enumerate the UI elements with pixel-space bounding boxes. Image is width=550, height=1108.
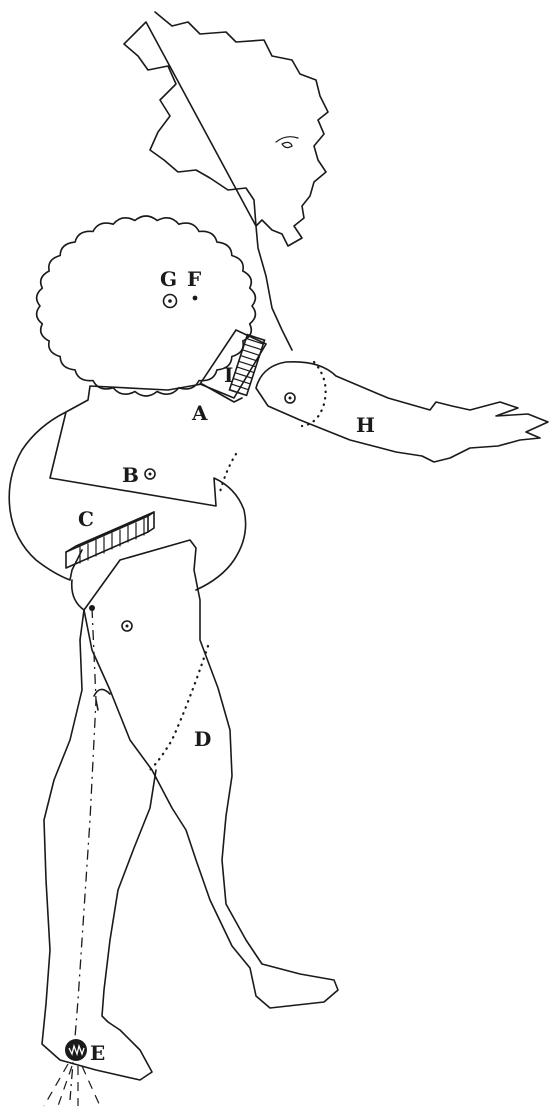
knee-hook-icon xyxy=(94,689,110,710)
pivot-d xyxy=(122,621,132,631)
arm-outline xyxy=(256,362,548,462)
hip-outline xyxy=(72,580,84,640)
leg-dotted-line xyxy=(150,646,208,770)
light-ray-4 xyxy=(82,1066,100,1106)
label-d: D xyxy=(194,727,211,751)
pivot-f xyxy=(193,296,198,301)
label-h: H xyxy=(356,413,375,437)
label-i: I xyxy=(224,363,233,387)
arm-pivot-dotted-line xyxy=(302,362,326,426)
pivot-h xyxy=(285,393,295,403)
head-silhouette-outline xyxy=(124,12,328,350)
label-b: B xyxy=(122,463,139,487)
wig-outline xyxy=(37,216,256,396)
hip-pivot-dot xyxy=(89,605,95,611)
label-a: A xyxy=(191,401,208,425)
front-leg-outline xyxy=(84,540,338,1008)
rear-leg-outline xyxy=(42,640,156,1080)
light-ray-2 xyxy=(58,1066,72,1106)
pivot-b xyxy=(145,469,155,479)
eye-icon xyxy=(276,137,298,148)
label-g: G xyxy=(160,267,177,291)
hinge-block xyxy=(229,335,264,396)
control-string-line xyxy=(70,608,96,1100)
label-f: F xyxy=(187,267,201,291)
torso-outline xyxy=(9,384,245,590)
label-c: C xyxy=(78,507,94,531)
lamp-e-icon xyxy=(65,1039,87,1061)
pivot-g xyxy=(164,295,177,308)
light-ray-1 xyxy=(44,1064,68,1106)
label-e: E xyxy=(90,1041,105,1065)
